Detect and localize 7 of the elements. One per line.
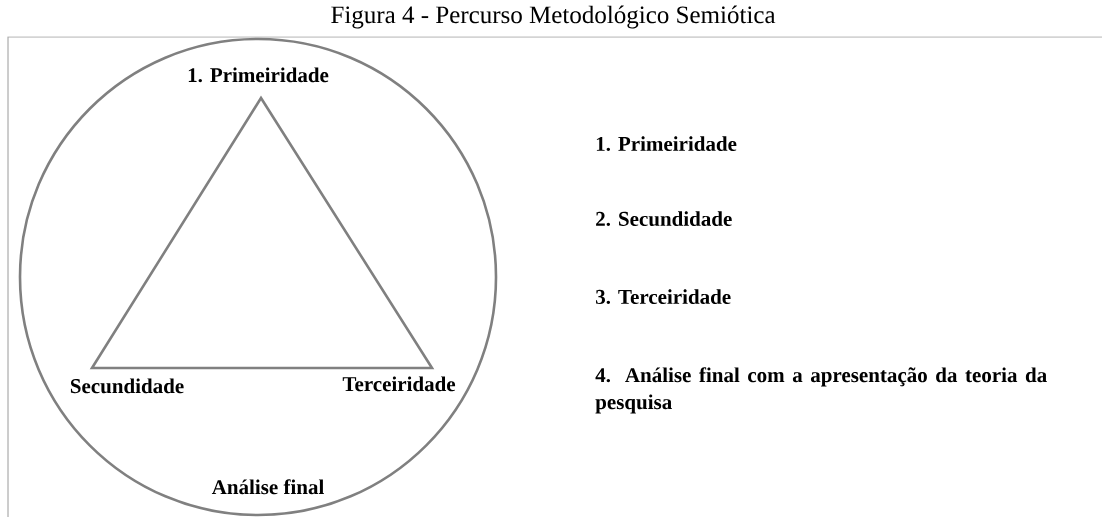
- list-item: 1. Primeiridade: [596, 136, 737, 152]
- list-item: 4. Análise final com a apresentação da teoria da pesquisa: [595, 367, 1047, 414]
- figure-title: Figura 4 - Percurso Metodológico Semiótica: [331, 5, 776, 29]
- vertex-label: Terceiridade: [342, 376, 456, 392]
- circle-label: Análise final: [211, 479, 324, 495]
- list-item: 2. Secundidade: [596, 211, 732, 227]
- list-item: 3. Terceiridade: [596, 289, 731, 305]
